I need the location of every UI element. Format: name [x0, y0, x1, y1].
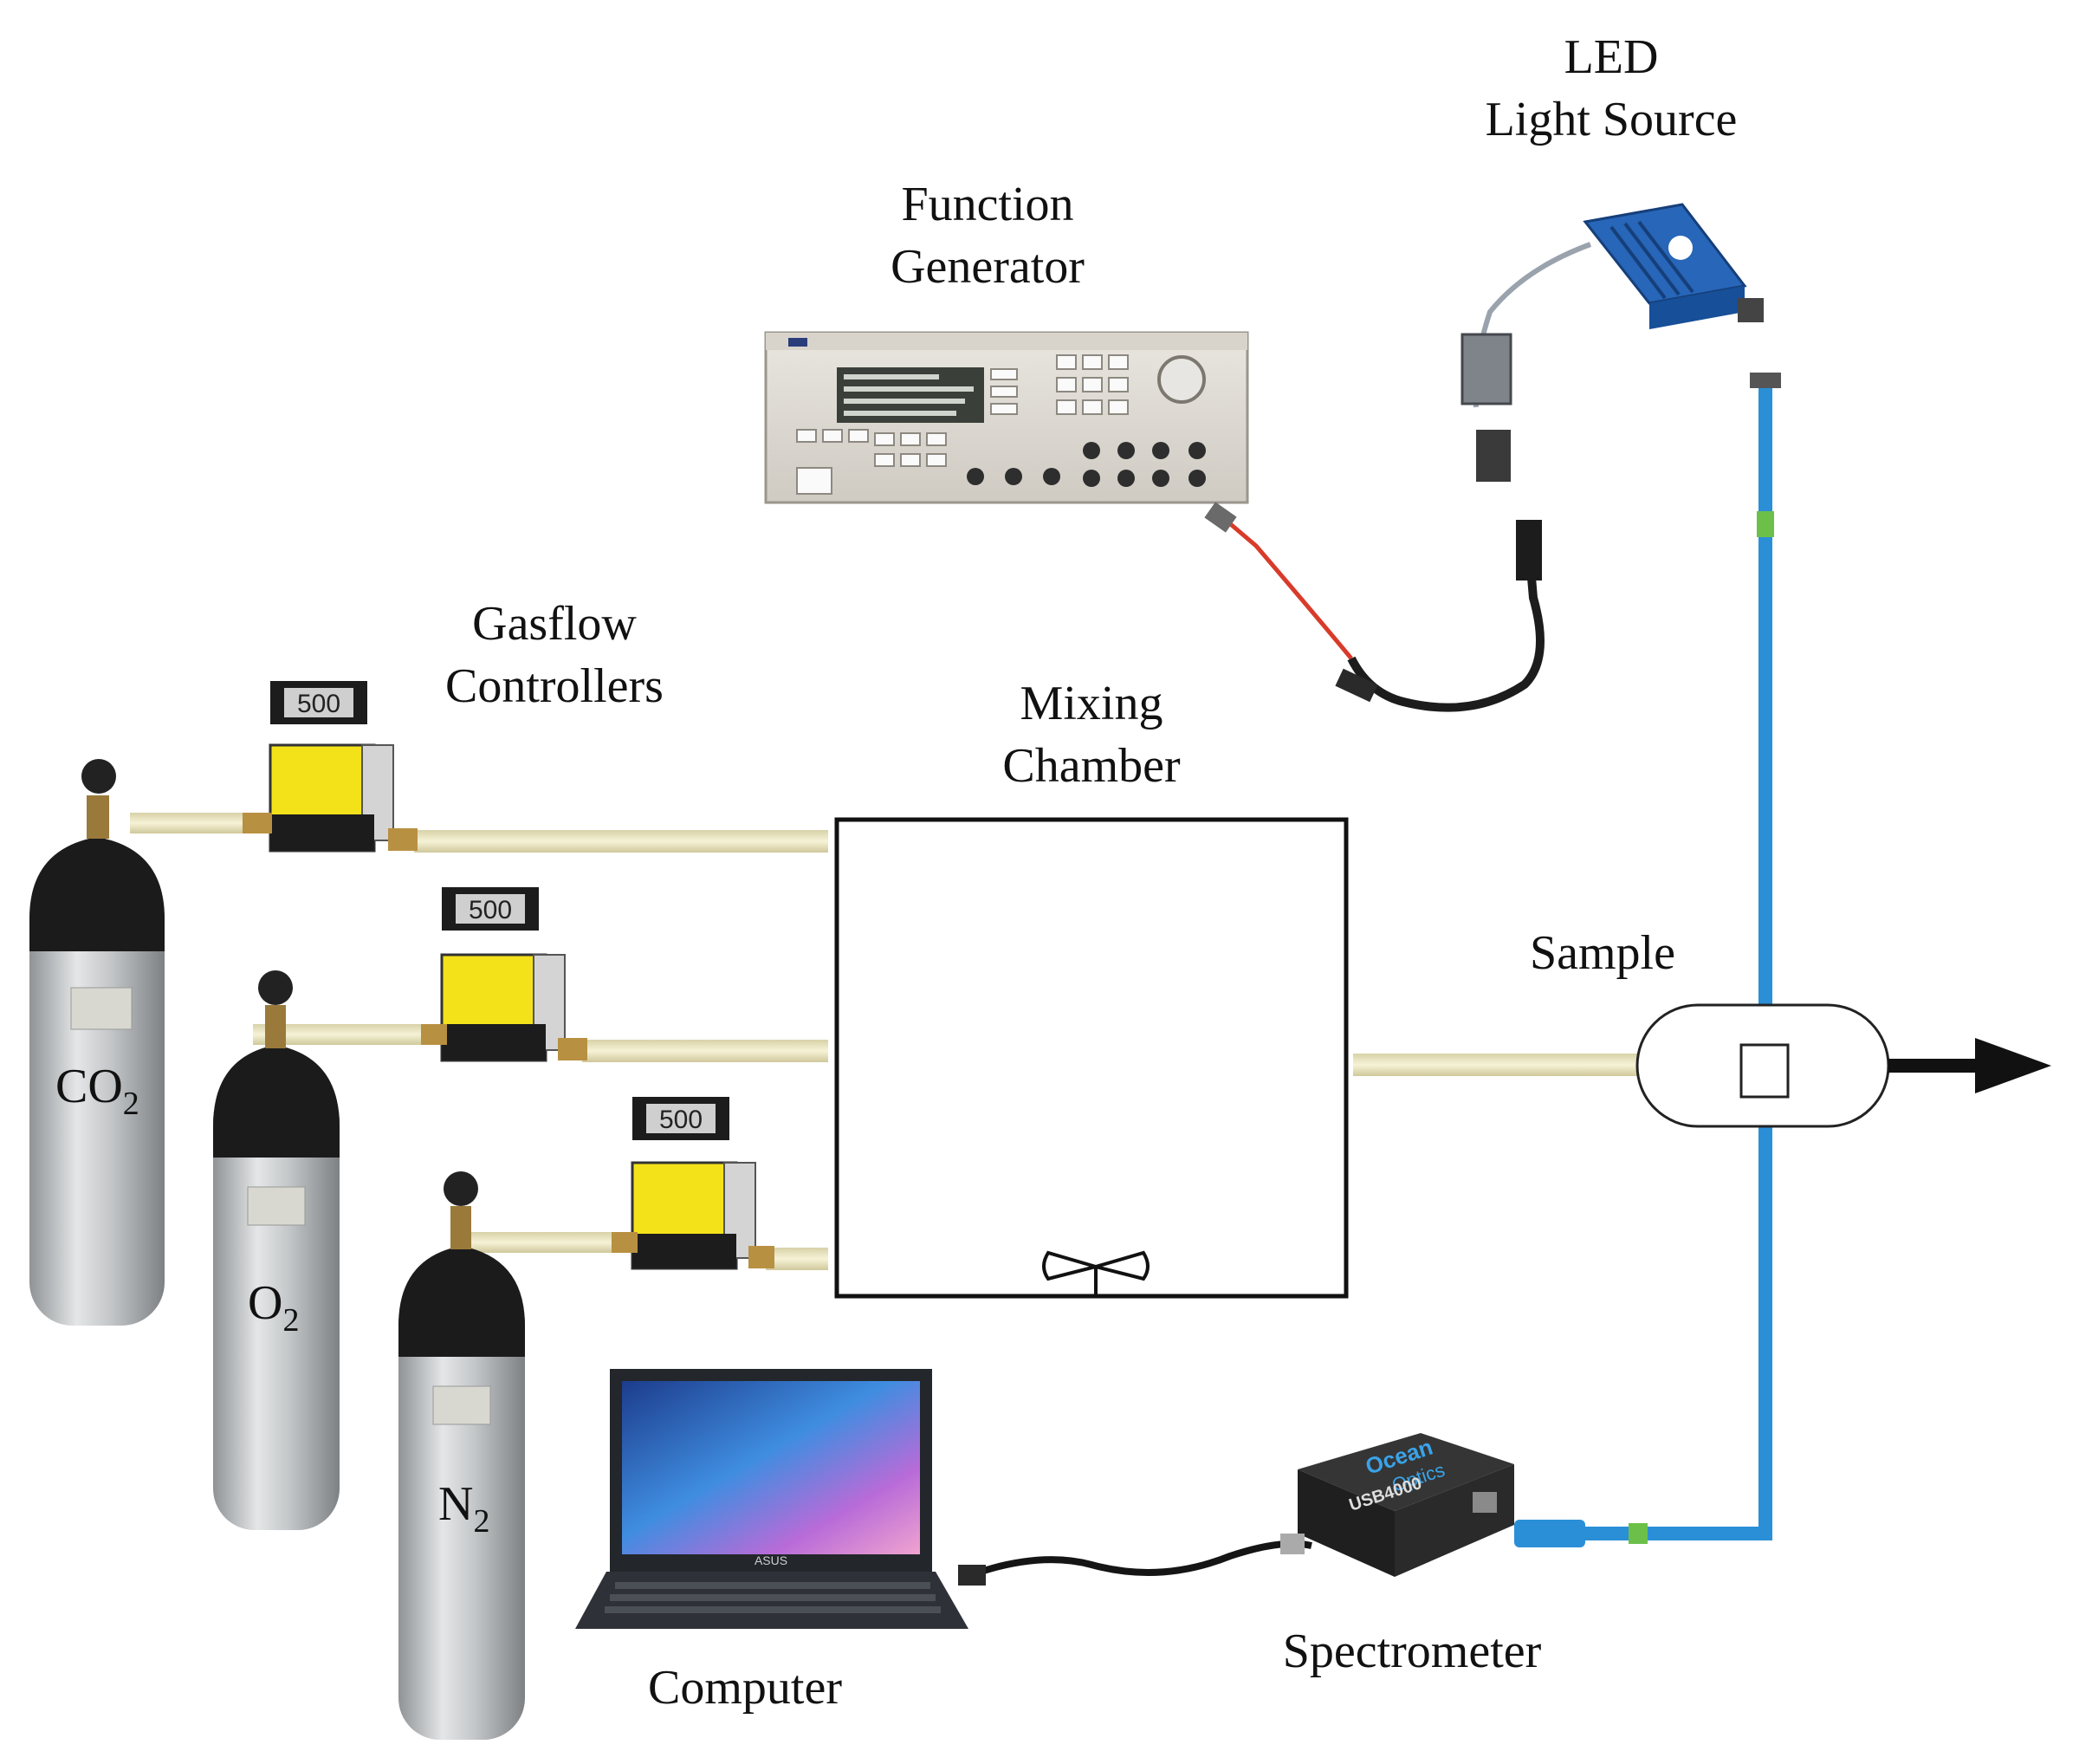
sample-cell	[1635, 1003, 1890, 1128]
mix-label-line1: Mixing	[1020, 677, 1163, 730]
led-light-source-label: LED Light Source	[1438, 26, 1784, 151]
gas-cylinder-o2	[213, 970, 340, 1530]
outlet-arrow	[1888, 1038, 2051, 1093]
computer-label: Computer	[598, 1657, 892, 1719]
spectrometer-label: Spectrometer	[1239, 1620, 1585, 1683]
usb-cable	[958, 1534, 1312, 1586]
o2-main: O	[248, 1276, 283, 1330]
gasflow-controllers-label: Gasflow Controllers	[390, 593, 719, 717]
function-generator	[764, 331, 1249, 504]
co2-label: CO2	[55, 1059, 139, 1123]
mass-flow-controller-2	[421, 887, 587, 1062]
stirrer-icon	[1042, 1250, 1150, 1296]
pipe-mfc3-to-chamber	[766, 1248, 828, 1270]
func-label-line2: Generator	[891, 240, 1085, 294]
function-generator-label: Function Generator	[814, 173, 1161, 298]
spectrometer-label-text: Spectrometer	[1282, 1625, 1542, 1678]
n2-main: N	[438, 1477, 474, 1531]
laptop-brand: ASUS	[755, 1553, 787, 1567]
co2-subscript: 2	[122, 1086, 139, 1122]
gas-cylinder-n2	[398, 1171, 525, 1740]
o2-label: O2	[248, 1275, 299, 1339]
n2-label: N2	[438, 1476, 489, 1540]
optical-fiber	[1514, 373, 1781, 1547]
pipe-co2-to-mfc1	[130, 813, 251, 833]
pipe-n2-to-mfc3	[450, 1232, 615, 1253]
gas-pipes	[130, 813, 1637, 1270]
laptop	[575, 1369, 968, 1629]
mfc2-display: 500	[469, 896, 512, 924]
co2-main: CO	[55, 1060, 123, 1113]
led-label-line2: Light Source	[1485, 93, 1738, 146]
gas-label-line1: Gasflow	[472, 597, 637, 651]
mass-flow-controller-1	[243, 681, 418, 853]
mixing-chamber-label: Mixing Chamber	[927, 672, 1256, 797]
computer-label-text: Computer	[648, 1661, 842, 1715]
sample-label: Sample	[1464, 922, 1741, 984]
trigger-cable	[1204, 502, 1545, 712]
led-label-line1: LED	[1564, 30, 1659, 84]
mix-label-line2: Chamber	[1002, 739, 1181, 793]
pipe-mfc2-to-chamber	[582, 1040, 828, 1062]
gas-cylinder-co2	[29, 759, 165, 1326]
mfc1-display: 500	[297, 690, 340, 718]
gas-label-line2: Controllers	[445, 659, 664, 713]
func-label-line1: Function	[901, 178, 1074, 231]
mass-flow-controller-3	[612, 1097, 774, 1270]
mixing-chamber	[834, 817, 1349, 1299]
spectrometer	[1298, 1433, 1514, 1577]
o2-subscript: 2	[282, 1302, 300, 1339]
mfc3-display: 500	[659, 1106, 703, 1134]
pipe-mfc1-to-chamber	[414, 830, 828, 853]
sample-label-text: Sample	[1530, 926, 1675, 980]
pipe-chamber-to-sample	[1353, 1054, 1637, 1076]
n2-subscript: 2	[473, 1503, 490, 1540]
led-light-source	[1460, 203, 1764, 482]
